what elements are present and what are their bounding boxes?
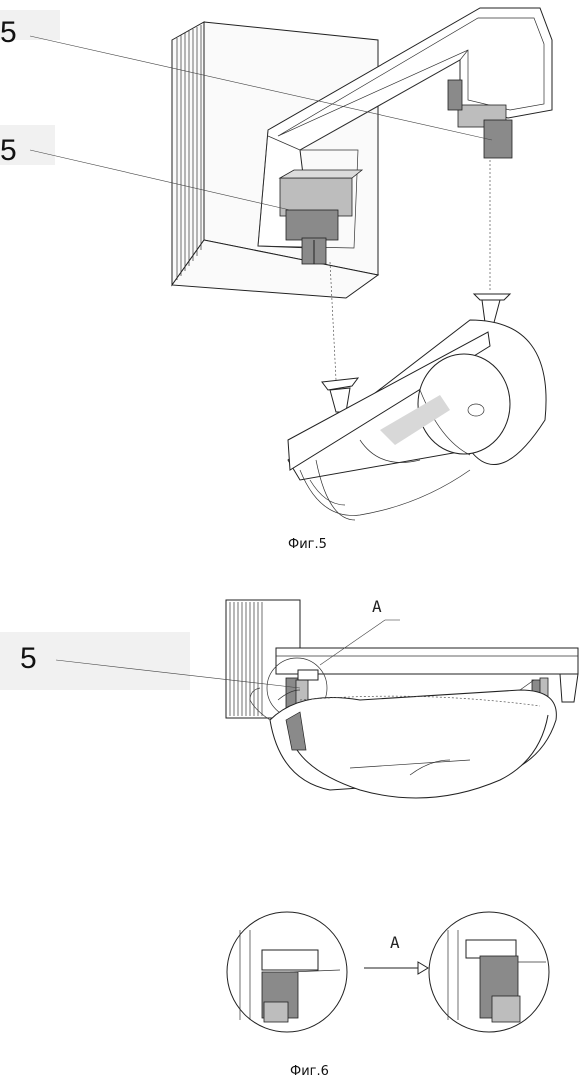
detail-view-after (428, 911, 550, 1033)
figure-5: 5 5 Фиг.5 (0, 7, 553, 552)
patient-cradle (249, 687, 557, 799)
leader-line (29, 35, 493, 141)
callout-number: 5 (20, 642, 37, 675)
arrow-label: A (390, 933, 400, 952)
transition-arrow (364, 961, 429, 975)
figure-caption: Фиг.5 (288, 537, 327, 552)
right-clamp-assembly (447, 79, 513, 159)
patient-cradle (287, 319, 547, 521)
clamp-body (285, 209, 339, 241)
scan-noise (0, 632, 190, 690)
leader-line (29, 149, 291, 211)
detail-view-before (226, 911, 348, 1033)
leader-line (55, 659, 301, 689)
rail-bracket (275, 647, 579, 703)
leader-line (319, 619, 386, 666)
lower-hook-left (321, 377, 360, 413)
figure-caption: Фиг.6 (290, 1064, 329, 1079)
clamp-stem (447, 79, 463, 111)
scan-noise (0, 125, 55, 165)
left-clamp-assembly (278, 169, 364, 265)
figure-6: A 5 (0, 597, 579, 1079)
detail-label: A (372, 597, 382, 616)
scan-noise (0, 10, 60, 40)
callout-number: 5 (0, 134, 17, 167)
callout-number: 5 (0, 16, 17, 49)
